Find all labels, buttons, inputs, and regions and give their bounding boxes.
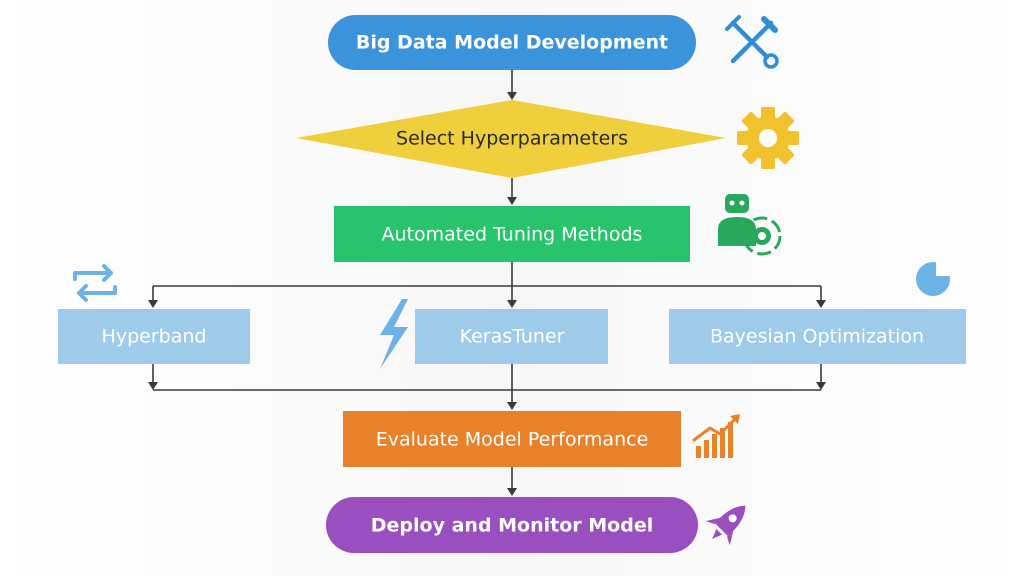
node-decision: Select Hyperparameters [296,100,726,178]
node-hyperband-shape [58,309,250,364]
lightning-icon [380,299,408,369]
node-automated-label: Automated Tuning Methods [382,224,643,246]
sync-arrows-icon [73,264,117,302]
node-automated: Automated Tuning Methods [334,206,690,262]
tools-icon [725,15,779,69]
arrowhead-automated [507,197,517,205]
arrowhead-bayesian [816,300,826,308]
pie-chart-icon [916,259,953,296]
arrowhead-hyperband [148,300,158,308]
node-kerastuner: KerasTuner [415,309,608,364]
node-decision-label: Select Hyperparameters [396,128,628,150]
node-kerastuner-shape [415,309,608,364]
gear-icon [737,107,799,169]
node-hyperband: Hyperband [58,309,250,364]
node-deploy-shape [326,497,698,553]
node-automated-shape [334,206,690,262]
node-start-label: Big Data Model Development [356,32,668,54]
node-deploy: Deploy and Monitor Model [326,497,698,553]
connectors [148,70,826,496]
node-bayesian-label: Bayesian Optimization [710,326,924,348]
growth-chart-icon [692,414,740,458]
rocket-icon [705,505,746,546]
arrowhead-merge-hyperband [148,382,158,390]
arrowhead-decision [507,92,517,100]
robot-automation-icon [718,194,782,256]
node-bayesian: Bayesian Optimization [669,309,966,364]
node-evaluate-shape [343,411,681,467]
arrowhead-evaluate [507,402,517,410]
arrowhead-merge-bayesian [816,382,826,390]
node-start-shape [328,15,696,70]
node-kerastuner-label: KerasTuner [460,326,565,348]
node-start: Big Data Model Development [328,15,696,70]
arrowhead-deploy [507,488,517,496]
node-evaluate-label: Evaluate Model Performance [376,429,649,451]
node-decision-shape [296,100,726,178]
node-hyperband-label: Hyperband [102,326,207,348]
node-deploy-label: Deploy and Monitor Model [371,515,653,537]
node-evaluate: Evaluate Model Performance [343,411,681,467]
node-bayesian-shape [669,309,966,364]
arrowhead-kerastuner [507,300,517,308]
